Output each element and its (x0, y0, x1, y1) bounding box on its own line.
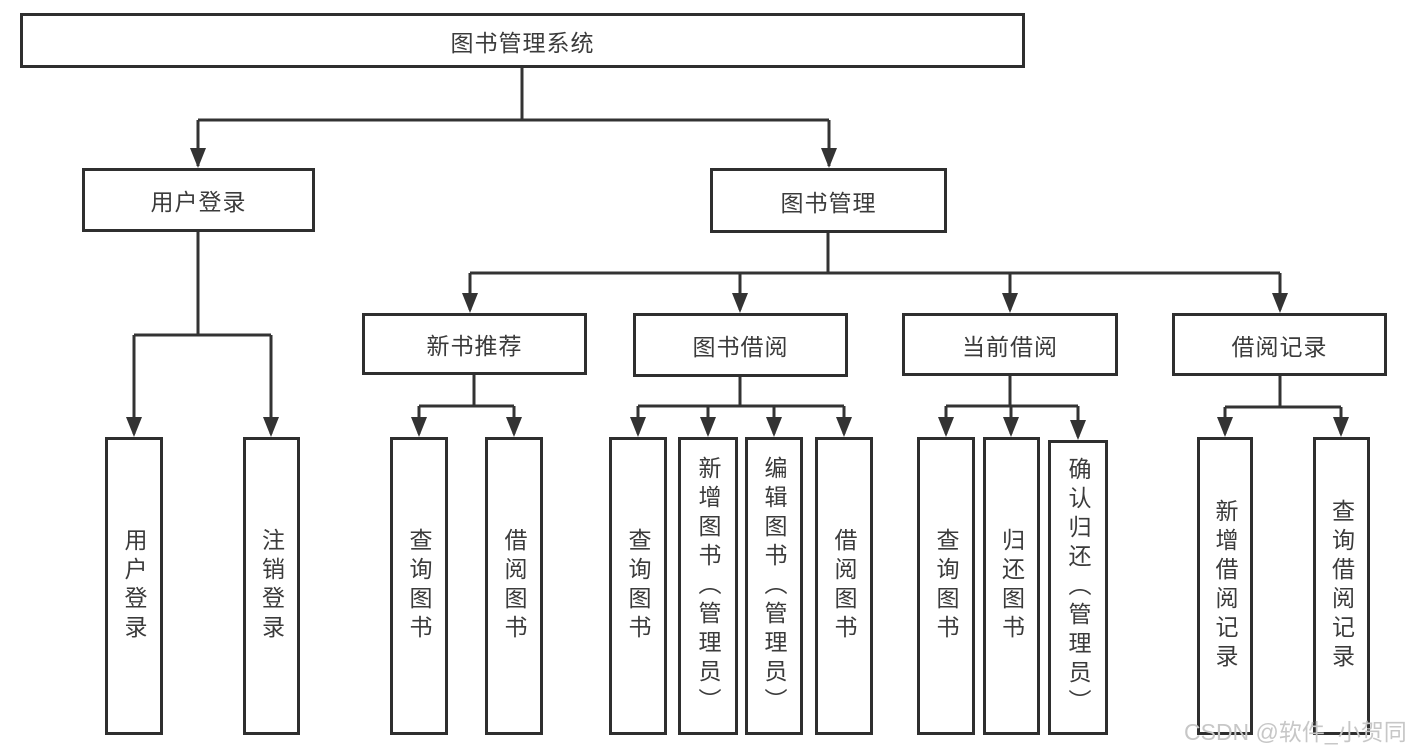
node-book-management: 图书管理 (710, 168, 947, 233)
arrow-down-icon (1272, 293, 1288, 313)
node-book-borrow: 图书借阅 (633, 313, 848, 377)
leaf-query-book-1: 查询图书 (390, 437, 448, 735)
leaf-add-borrow-record-label: 新增借阅记录 (1212, 499, 1238, 673)
node-book-borrow-label: 图书借阅 (692, 334, 789, 360)
leaf-edit-book-admin-label: 编辑图书（管理员） (761, 455, 787, 717)
arrow-down-icon (263, 417, 279, 437)
leaf-query-borrow-record-label: 查询借阅记录 (1328, 499, 1355, 673)
leaf-return-book-label: 归还图书 (998, 528, 1025, 644)
connector-book-mgmt-split (468, 233, 1282, 310)
leaf-query-book-1-label: 查询图书 (406, 528, 432, 644)
connector-new-book-split (417, 375, 516, 434)
leaf-user-login: 用户登录 (105, 437, 163, 735)
arrow-down-icon (1002, 293, 1018, 313)
leaf-borrow-book-2-label: 借阅图书 (831, 528, 857, 644)
leaf-return-book: 归还图书 (983, 437, 1040, 735)
connector-borrow-record-split (1223, 376, 1343, 434)
leaf-query-book-3-label: 查询图书 (933, 528, 959, 644)
leaf-add-borrow-record: 新增借阅记录 (1197, 437, 1253, 735)
leaf-borrow-book-1-label: 借阅图书 (501, 528, 527, 644)
leaf-query-borrow-record: 查询借阅记录 (1313, 437, 1370, 735)
arrow-down-icon (462, 293, 478, 313)
leaf-query-book-2-label: 查询图书 (625, 528, 651, 644)
leaf-query-book-3: 查询图书 (917, 437, 975, 735)
leaf-confirm-return-admin: 确认归还（管理员） (1048, 440, 1108, 735)
leaf-edit-book-admin: 编辑图书（管理员） (745, 437, 803, 735)
arrow-down-icon (190, 148, 206, 168)
node-current-borrow: 当前借阅 (902, 313, 1118, 376)
leaf-logout-label: 注销登录 (258, 528, 285, 644)
arrowheads (126, 148, 1349, 440)
node-book-management-label: 图书管理 (780, 189, 877, 216)
leaf-borrow-book-2: 借阅图书 (815, 437, 873, 735)
leaf-borrow-book-1: 借阅图书 (485, 437, 543, 735)
csdn-watermark: CSDN @软件_小贺同学 (1184, 719, 1405, 745)
arrow-down-icon (821, 148, 837, 168)
node-new-book-recommend: 新书推荐 (362, 313, 587, 375)
leaf-add-book-admin-label: 新增图书（管理员） (695, 455, 721, 717)
connector-book-borrow-split (636, 377, 846, 434)
arrow-down-icon (766, 417, 782, 437)
node-borrow-record: 借阅记录 (1172, 313, 1387, 376)
arrow-down-icon (938, 417, 954, 437)
arrow-down-icon (630, 417, 646, 437)
connector-user-login-split (132, 232, 273, 434)
arrow-down-icon (1070, 420, 1086, 440)
node-current-borrow-label: 当前借阅 (962, 333, 1058, 360)
arrow-down-icon (126, 417, 142, 437)
connector-root-split (196, 68, 831, 166)
arrow-down-icon (1217, 417, 1233, 437)
node-root: 图书管理系统 (20, 13, 1025, 68)
arrow-down-icon (1333, 417, 1349, 437)
node-borrow-record-label: 借阅记录 (1231, 333, 1328, 360)
leaf-add-book-admin: 新增图书（管理员） (678, 437, 738, 735)
node-new-book-recommend-label: 新书推荐 (426, 333, 523, 359)
node-root-label: 图书管理系统 (450, 29, 595, 56)
node-user-login-label: 用户登录 (150, 189, 247, 215)
arrow-down-icon (700, 417, 716, 437)
leaf-logout: 注销登录 (243, 437, 300, 735)
arrow-down-icon (411, 417, 427, 437)
leaf-query-book-2: 查询图书 (609, 437, 667, 735)
arrow-down-icon (1003, 417, 1019, 437)
arrow-down-icon (732, 293, 748, 313)
arrow-down-icon (506, 417, 522, 437)
leaf-confirm-return-admin-label: 确认归还（管理员） (1065, 457, 1091, 718)
leaf-user-login-label: 用户登录 (121, 528, 147, 644)
node-user-login: 用户登录 (82, 168, 315, 232)
arrow-down-icon (836, 417, 852, 437)
